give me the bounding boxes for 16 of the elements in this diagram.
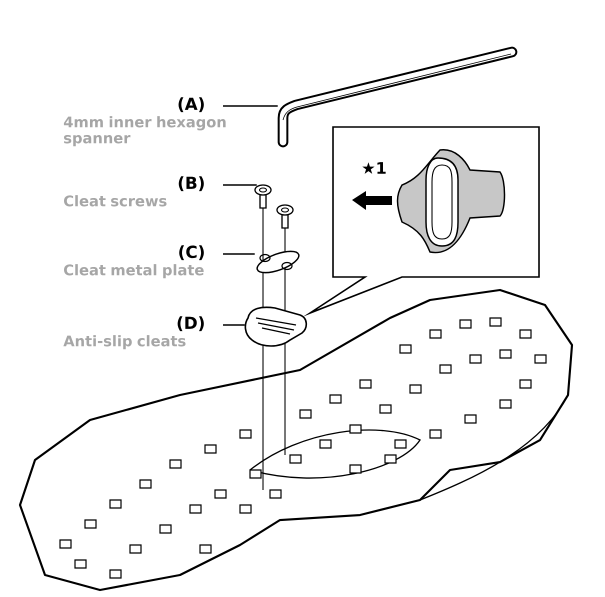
- leader-line: [223, 184, 257, 186]
- leader-line: [223, 324, 245, 326]
- part-name: 4mm inner hexagon spanner: [64, 116, 226, 146]
- leader-line: [223, 105, 278, 107]
- part-letter: (B): [178, 176, 204, 192]
- hex-key-drawing: [278, 46, 518, 148]
- cleat-plate-drawing: [256, 250, 300, 274]
- part-name: Anti-slip cleats: [63, 335, 186, 350]
- part-letter: (C): [179, 245, 204, 260]
- part-name: Cleat screws: [64, 195, 167, 206]
- leader-line: [223, 253, 255, 255]
- screws-drawing: [254, 184, 294, 229]
- cleat-drawing: [244, 306, 308, 347]
- part-letter: (A): [178, 97, 204, 112]
- part-letter: (D): [178, 316, 204, 332]
- part-name: Cleat metal plate: [64, 264, 204, 278]
